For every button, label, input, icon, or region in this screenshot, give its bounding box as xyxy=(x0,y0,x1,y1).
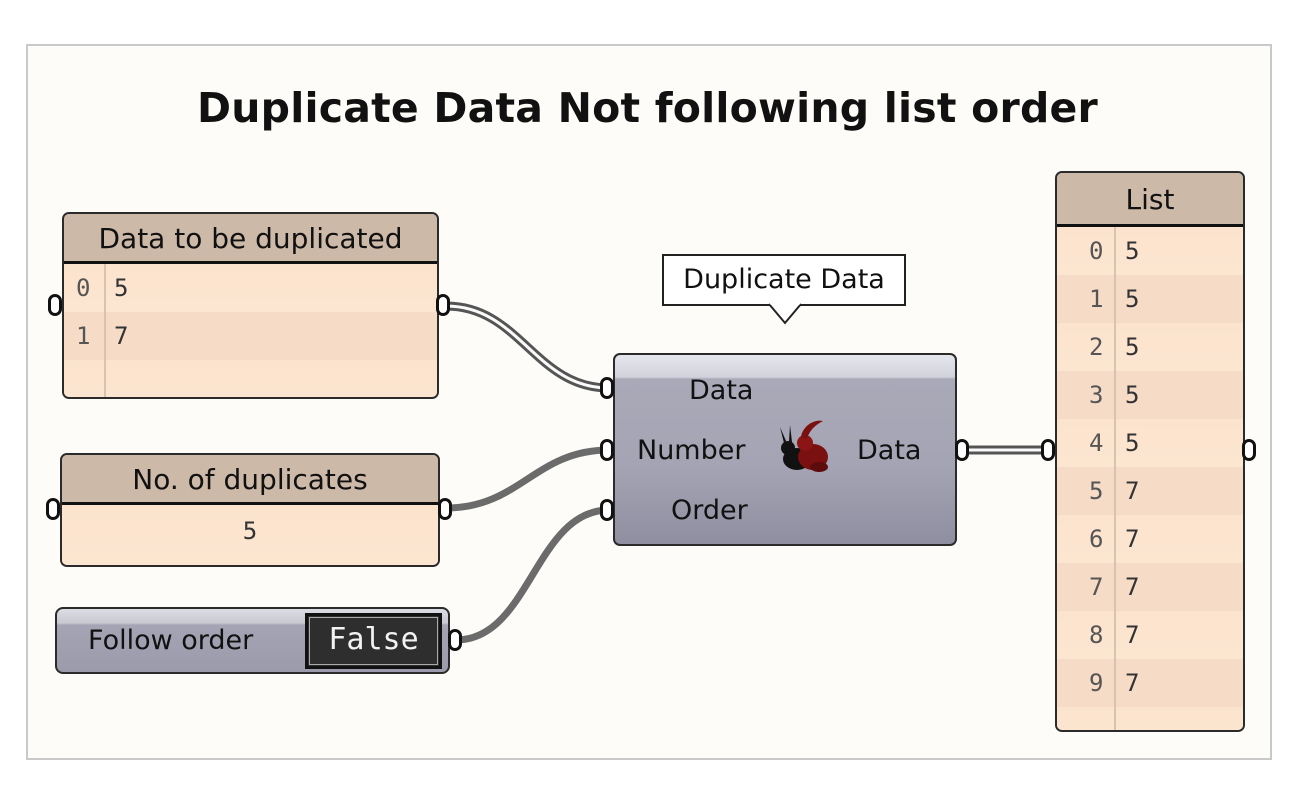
row-value: 5 xyxy=(1125,429,1140,457)
number-panel-row: 5 xyxy=(62,505,438,565)
list-panel-header: List xyxy=(1057,173,1243,227)
row-index: 0 xyxy=(1089,237,1104,265)
row-value: 5 xyxy=(1125,381,1140,409)
row-index: 3 xyxy=(1089,381,1104,409)
input-data-grip[interactable] xyxy=(600,377,614,399)
data-panel[interactable]: Data to be duplicated 0 5 1 7 xyxy=(62,212,439,399)
row-index: 1 xyxy=(1089,285,1104,313)
output-data-label: Data xyxy=(857,435,922,466)
diagram-title: Duplicate Data Not following list order xyxy=(197,84,1098,132)
input-number-grip[interactable] xyxy=(600,439,614,461)
input-number-label: Number xyxy=(637,435,746,466)
row-index: 1 xyxy=(76,322,91,350)
row-index: 2 xyxy=(1089,333,1104,361)
row-value: 5 xyxy=(1125,333,1140,361)
toggle-label: Follow order xyxy=(88,625,254,656)
row-value: 7 xyxy=(1125,669,1140,697)
number-panel-value: 5 xyxy=(242,517,258,545)
toggle-value-button[interactable]: False xyxy=(305,613,442,669)
duplicate-data-component[interactable]: Data Number Order Data xyxy=(613,353,957,546)
number-panel[interactable]: No. of duplicates 5 xyxy=(60,453,440,567)
index-separator xyxy=(104,264,106,397)
row-index: 5 xyxy=(1089,477,1104,505)
row-index: 6 xyxy=(1089,525,1104,553)
wire-number-input[interactable] xyxy=(445,446,610,512)
input-data-label: Data xyxy=(689,375,754,406)
wire-data-input[interactable] xyxy=(445,301,610,393)
tooltip-pointer xyxy=(768,302,802,325)
list-item-empty xyxy=(1057,707,1243,730)
input-order-label: Order xyxy=(671,495,748,526)
number-panel-header: No. of duplicates xyxy=(62,455,438,505)
row-value: 5 xyxy=(114,274,129,302)
row-index: 4 xyxy=(1089,429,1104,457)
row-value: 7 xyxy=(114,322,129,350)
data-panel-rows: 0 5 1 7 xyxy=(64,264,437,397)
row-value: 7 xyxy=(1125,573,1140,601)
input-order-grip[interactable] xyxy=(600,499,614,521)
data-panel-header: Data to be duplicated xyxy=(64,214,437,264)
row-value: 7 xyxy=(1125,621,1140,649)
row-index: 0 xyxy=(76,274,91,302)
row-index: 7 xyxy=(1089,573,1104,601)
row-index: 9 xyxy=(1089,669,1104,697)
output-data-grip[interactable] xyxy=(955,439,969,461)
index-separator xyxy=(1114,227,1116,730)
component-tooltip: Duplicate Data xyxy=(662,254,906,306)
number-panel-output-grip[interactable] xyxy=(438,498,452,520)
list-item: 1 7 xyxy=(64,312,437,360)
row-index: 8 xyxy=(1089,621,1104,649)
list-panel-input-grip[interactable] xyxy=(1041,439,1055,461)
row-value: 7 xyxy=(1125,477,1140,505)
data-panel-input-grip[interactable] xyxy=(48,294,62,316)
row-value: 5 xyxy=(1125,285,1140,313)
number-panel-input-grip[interactable] xyxy=(46,498,60,520)
list-panel-output-grip[interactable] xyxy=(1242,439,1256,461)
rabbit-icon xyxy=(780,420,828,472)
wire-order-input[interactable] xyxy=(455,506,610,644)
list-item-empty xyxy=(64,360,437,397)
row-value: 7 xyxy=(1125,525,1140,553)
row-value: 5 xyxy=(1125,237,1140,265)
toggle-output-grip[interactable] xyxy=(448,629,462,651)
list-item: 0 5 xyxy=(64,264,437,312)
data-panel-output-grip[interactable] xyxy=(436,294,450,316)
